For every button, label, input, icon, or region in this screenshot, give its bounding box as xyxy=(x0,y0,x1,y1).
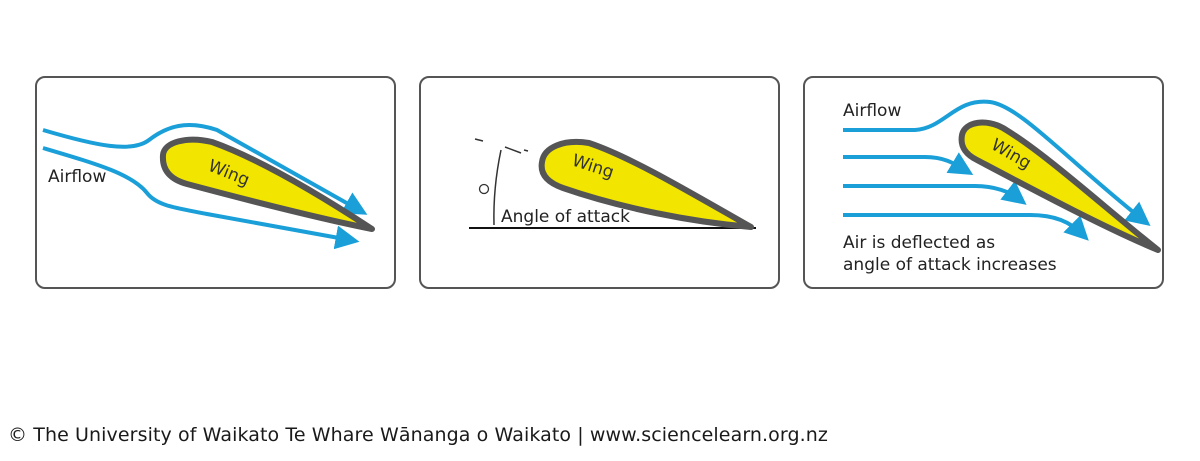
copyright-credit: © The University of Waikato Te Whare Wān… xyxy=(8,424,828,446)
airflow-line-3 xyxy=(843,180,1027,205)
chord-dash-2 xyxy=(504,146,522,154)
airflow-label: Airflow xyxy=(843,101,901,121)
airflow-diagram: Wing Airflow xyxy=(42,123,375,250)
angle-of-attack-panel: Wing Angle of attack xyxy=(419,76,780,289)
airflow-panel: Wing Airflow xyxy=(35,76,396,289)
caption-line-1: Air is deflected as xyxy=(843,233,995,253)
airflow-label: Airflow xyxy=(48,167,106,187)
caption-line-2: angle of attack increases xyxy=(843,255,1057,275)
airflow-line-2 xyxy=(843,152,974,175)
angle-of-attack-diagram: Wing Angle of attack xyxy=(469,138,756,230)
chord-dash-1 xyxy=(474,138,484,142)
deflection-panel: Wing Airflow Air is deflected as angle o… xyxy=(803,76,1164,289)
airflow-lower-line xyxy=(42,146,360,250)
deflection-diagram: Wing Airflow Air is deflected as angle o… xyxy=(843,99,1161,275)
airflow-upper-line xyxy=(42,123,368,215)
wing-shape xyxy=(958,119,1161,253)
angle-of-attack-label: Angle of attack xyxy=(501,207,630,227)
wing-shape xyxy=(159,136,375,232)
chord-dash-3 xyxy=(523,149,529,152)
airflow-line-4 xyxy=(843,213,1089,241)
angle-arc xyxy=(493,149,502,226)
airflow-top-line xyxy=(843,99,1151,226)
angle-symbol xyxy=(478,183,490,195)
wing-shape xyxy=(538,139,754,230)
